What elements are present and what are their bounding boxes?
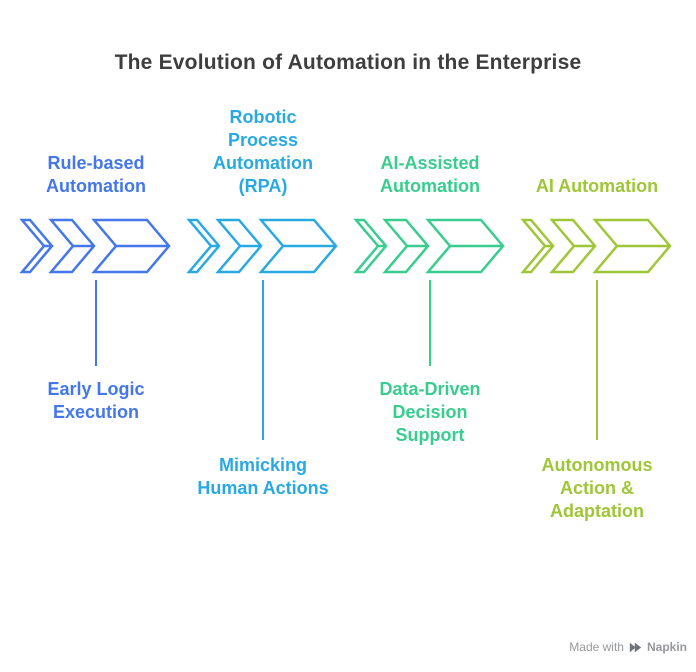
stage-label: AI Automation xyxy=(535,176,659,196)
stage-column-ai-assisted-automation: AI-Assisted Automation Data-Driven Decis… xyxy=(350,0,510,672)
stage-description: Early Logic Execution xyxy=(47,379,145,422)
stage-label: Rule-based Automation xyxy=(46,153,146,196)
connector-line xyxy=(596,280,598,440)
watermark-text: Made with xyxy=(569,640,624,654)
stage-column-rpa: Robotic Process Automation (RPA) Mimicki… xyxy=(183,0,343,672)
stage-label: AI-Assisted Automation xyxy=(380,153,480,196)
connector-line xyxy=(429,280,431,366)
napkin-logo-icon xyxy=(629,642,642,652)
diagram-title: The Evolution of Automation in the Enter… xyxy=(114,51,582,74)
watermark-brand: Napkin xyxy=(646,640,687,654)
stage-column-ai-automation: AI Automation Autonomous Action & Adapta… xyxy=(517,0,677,672)
stage-description: Data-Driven Decision Support xyxy=(379,379,481,445)
chevron-arrows-icon xyxy=(520,218,672,274)
stage-column-rule-based-automation: Rule-based Automation Early Logic Execut… xyxy=(16,0,176,672)
stage-description: Mimicking Human Actions xyxy=(197,455,329,498)
chevron-arrows-icon xyxy=(186,218,338,274)
napkin-watermark[interactable]: Made with Napkin xyxy=(569,640,687,654)
stage-description: Autonomous Action & Adaptation xyxy=(541,455,653,521)
chevron-arrows-icon xyxy=(19,218,171,274)
chevron-arrows-icon xyxy=(353,218,505,274)
stage-label: Robotic Process Automation (RPA) xyxy=(213,107,313,196)
connector-line xyxy=(95,280,97,366)
connector-line xyxy=(262,280,264,440)
